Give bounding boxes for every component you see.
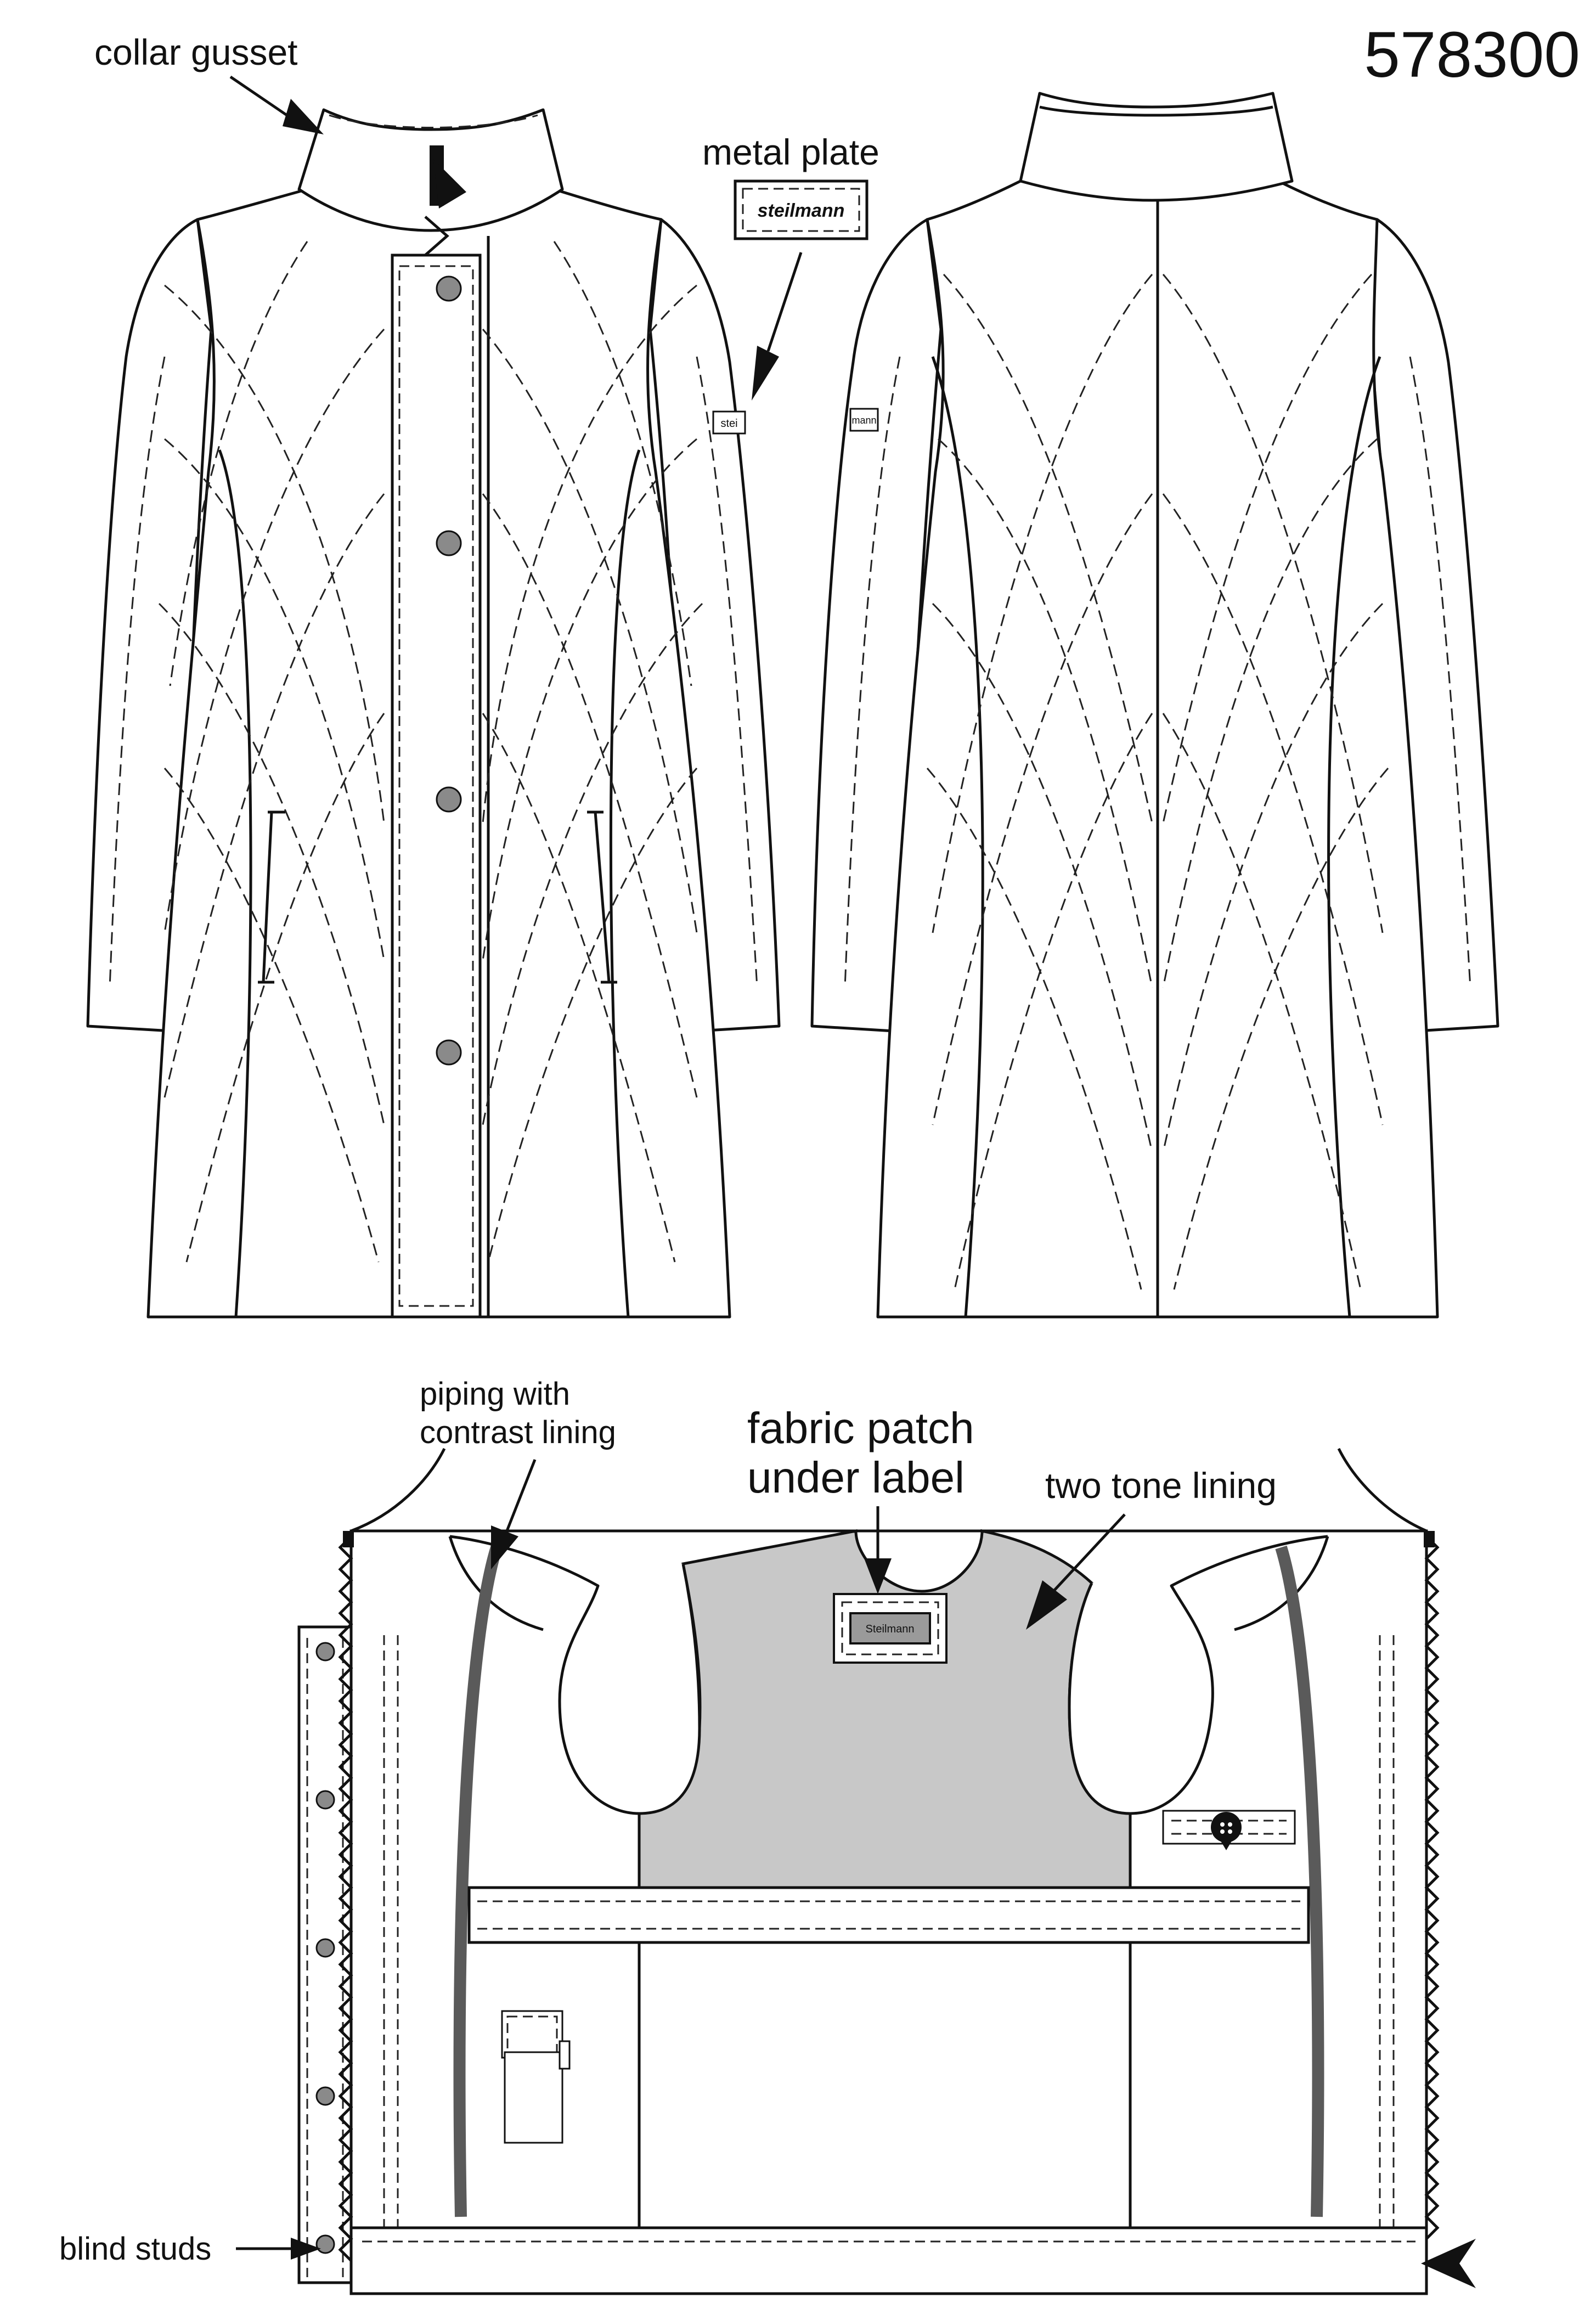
zipper-edge-left bbox=[338, 1535, 353, 2262]
front-button bbox=[436, 275, 462, 302]
arrowhead-fabric-patch bbox=[864, 1558, 892, 1594]
inside-armhole-right bbox=[1068, 1535, 1328, 1815]
label-piping-line1: piping with bbox=[420, 1376, 570, 1412]
label-metal-plate: metal plate bbox=[702, 132, 879, 172]
label-piping-line2: contrast lining bbox=[420, 1415, 616, 1450]
front-button bbox=[436, 1039, 462, 1066]
inside-waist-band bbox=[467, 1886, 1310, 1944]
coat-back-view: mann bbox=[810, 92, 1499, 1319]
inside-armhole-left bbox=[449, 1535, 701, 1815]
two-tone-lining-back-panel bbox=[638, 1529, 1132, 1889]
article-number: 578300 bbox=[1364, 19, 1580, 91]
hem-corner-arrowhead bbox=[1421, 2239, 1476, 2288]
metal-plate-brand: steilmann bbox=[758, 200, 845, 221]
label-collar-gusset: collar gusset bbox=[94, 32, 298, 72]
arrowhead-piping bbox=[491, 1525, 518, 1569]
sleeve-metal-plate-front bbox=[712, 410, 746, 435]
back-collar bbox=[1019, 92, 1294, 202]
back-quilting bbox=[844, 273, 1471, 1290]
label-fabric-patch-line1: fabric patch bbox=[747, 1404, 974, 1452]
front-pocket-right bbox=[594, 812, 611, 983]
blind-stud bbox=[315, 2234, 335, 2254]
sleeve-plate-text-back: mann bbox=[851, 415, 876, 426]
front-pocket-left bbox=[262, 812, 273, 983]
arrowhead-blind-studs bbox=[291, 2238, 321, 2260]
inside-hem-band bbox=[349, 2226, 1428, 2295]
arrowhead-collar-gusset bbox=[283, 99, 324, 134]
arrowhead-two-tone-lining bbox=[1026, 1580, 1067, 1630]
blind-stud bbox=[315, 1790, 335, 1810]
inner-label-text: Steilmann bbox=[866, 1623, 915, 1635]
blind-stud bbox=[315, 2086, 335, 2106]
arrow-two-tone-lining bbox=[1052, 1513, 1126, 1592]
inside-pocket bbox=[501, 2010, 571, 2144]
front-button bbox=[436, 530, 462, 556]
label-blind-studs: blind studs bbox=[59, 2231, 211, 2267]
sleeve-plate-text-front: stei bbox=[720, 418, 737, 430]
contrast-piping-left bbox=[453, 1545, 503, 2217]
arrow-metal-plate bbox=[766, 252, 803, 352]
metal-plate-sample bbox=[734, 179, 869, 240]
coat-front-view: stei bbox=[86, 108, 781, 1319]
label-fabric-patch-line2: under label bbox=[747, 1453, 965, 1502]
zipper-edge-right bbox=[1424, 1535, 1440, 2240]
blind-stud bbox=[315, 1642, 335, 1662]
front-placket bbox=[391, 254, 482, 1319]
contrast-piping-right bbox=[1275, 1545, 1324, 2217]
coat-inside-view: Steilmann bbox=[297, 1448, 1476, 2295]
label-two-tone-lining: two tone lining bbox=[1045, 1465, 1277, 1506]
sleeve-metal-plate-back bbox=[849, 408, 879, 432]
arrowhead-placket-tab bbox=[433, 159, 466, 209]
inner-label bbox=[849, 1612, 931, 1645]
blind-stud bbox=[315, 1938, 335, 1958]
arrow-piping bbox=[503, 1459, 537, 1537]
front-button bbox=[436, 786, 462, 813]
arrowhead-metal-plate bbox=[752, 346, 779, 401]
inside-chest-pocket bbox=[1162, 1810, 1296, 1850]
front-quilting bbox=[109, 241, 758, 1263]
